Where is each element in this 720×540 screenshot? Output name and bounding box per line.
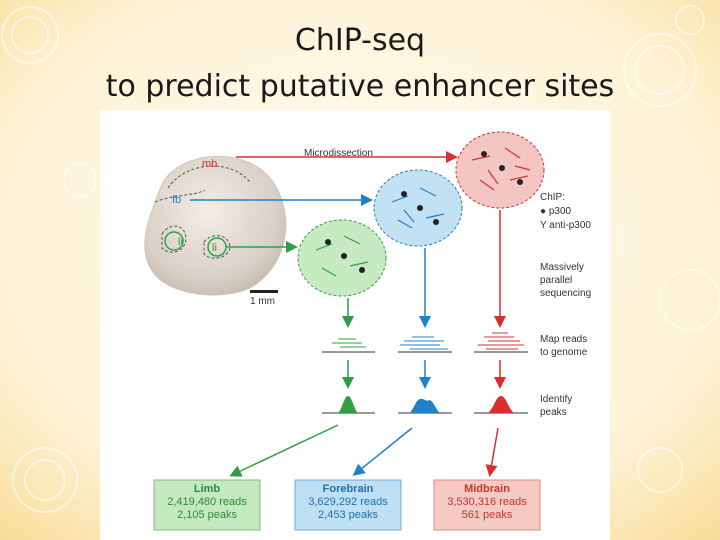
li-right-label: li <box>212 242 217 254</box>
chip-seq-figure: mb fb li li 1 mm Microdissection ChIP: ●… <box>100 110 610 540</box>
step-map-reads-line-2: to genome <box>540 347 588 358</box>
forebrain-peak-icon <box>398 398 452 414</box>
chip-legend-antibody: Y anti-p300 <box>540 220 591 231</box>
limb-result-box-bg <box>153 479 261 531</box>
midbrain-result-reads: 3,530,316 reads <box>447 496 527 508</box>
forebrain-result-name: Forebrain <box>322 483 374 495</box>
limb-peak-icon <box>322 396 375 414</box>
chip-legend-p300: ● p300 <box>540 206 572 217</box>
step-map-reads-line-1: Map reads <box>540 334 588 345</box>
limb-result-name: Limb <box>193 483 221 495</box>
limb-result-peaks: 2,105 peaks <box>177 509 237 521</box>
midbrain-peak-icon <box>474 396 528 414</box>
chip-legend-title: ChIP: <box>540 192 566 203</box>
midbrain-result-arrow <box>485 427 499 477</box>
midbrain-result-name: Midbrain <box>464 483 510 495</box>
mouse-embryo-image <box>144 155 287 296</box>
midbrain-result-box: Midbrain 3,530,316 reads 561 peaks <box>434 480 540 530</box>
forebrain-chip-sample-icon <box>373 169 463 247</box>
step-identify-peaks-line-1: Identify <box>540 394 573 405</box>
forebrain-result-reads: 3,629,292 reads <box>308 496 388 508</box>
limb-mapped-reads-icon <box>322 338 375 353</box>
fb-label: fb <box>172 194 182 206</box>
step-sequencing-line-1: Massively <box>540 262 584 273</box>
figure-graphics <box>144 131 545 531</box>
step-identify-peaks-line-2: peaks <box>540 407 567 418</box>
forebrain-result-arrow <box>352 427 413 476</box>
limb-result-box: Limb 2,419,480 reads 2,105 peaks <box>154 480 260 530</box>
forebrain-mapped-reads-icon <box>398 336 452 353</box>
slide-title-line-2: to predict putative enhancer sites <box>105 69 615 104</box>
forebrain-result-peaks: 2,453 peaks <box>318 509 378 521</box>
decorative-rings-icon <box>1 5 720 513</box>
midbrain-result-peaks: 561 peaks <box>461 509 513 521</box>
microdissection-label: Microdissection <box>304 148 373 159</box>
forebrain-result-box-bg <box>294 479 402 531</box>
limb-result-reads: 2,419,480 reads <box>167 496 247 508</box>
midbrain-chip-sample-icon <box>455 131 545 209</box>
midbrain-result-box-bg <box>433 479 541 531</box>
scale-bar-label: 1 mm <box>250 296 275 307</box>
step-sequencing-line-2: parallel <box>540 275 573 286</box>
limb-result-arrow <box>229 424 339 477</box>
forebrain-result-box: Forebrain 3,629,292 reads 2,453 peaks <box>295 480 401 530</box>
mb-label: mb <box>202 158 218 170</box>
midbrain-mapped-reads-icon <box>474 332 528 353</box>
step-sequencing-line-3: sequencing <box>540 288 592 299</box>
li-left-label: li <box>178 236 183 248</box>
limb-chip-sample-icon <box>297 219 387 297</box>
slide-title-line-1: ChIP-seq <box>294 23 426 58</box>
